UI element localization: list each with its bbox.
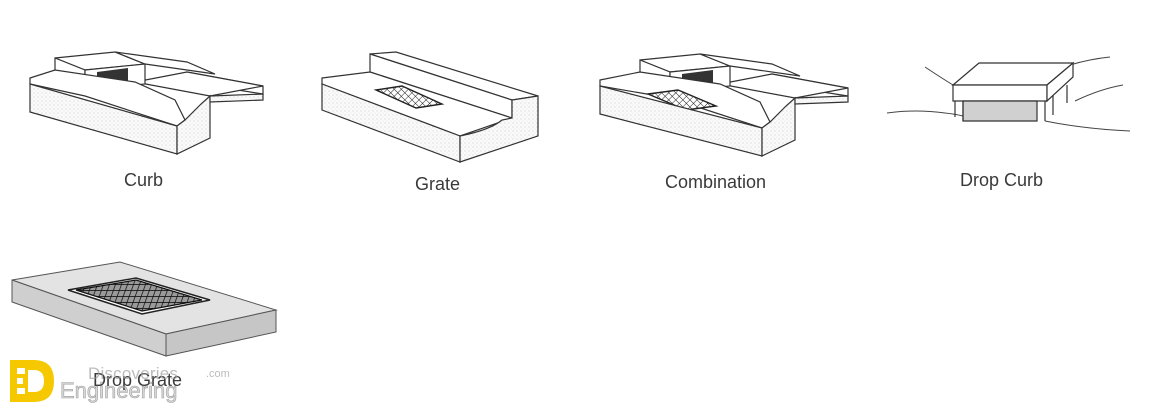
- drop-grate-label: Drop Grate: [93, 370, 183, 390]
- curb-inlet-illustration: [25, 48, 270, 158]
- grate-label: Grate: [415, 174, 461, 194]
- de-logo-icon: [10, 360, 54, 402]
- grate-inlet-illustration: [320, 50, 545, 165]
- drop-curb-label: Drop Curb: [960, 170, 1044, 190]
- combination-label: Combination: [665, 172, 767, 192]
- curb-label: Curb: [124, 170, 164, 190]
- watermark-line2: Engineering: [60, 378, 178, 404]
- drop-curb-inlet-illustration: [885, 55, 1135, 140]
- watermark-suffix: .com: [206, 368, 230, 380]
- discoveries-engineering-watermark: Discoveries .com Engineering: [8, 356, 258, 412]
- drop-grate-inlet-illustration: [10, 260, 280, 360]
- combination-inlet-illustration: [598, 50, 853, 160]
- watermark-line1: Discoveries: [88, 364, 179, 383]
